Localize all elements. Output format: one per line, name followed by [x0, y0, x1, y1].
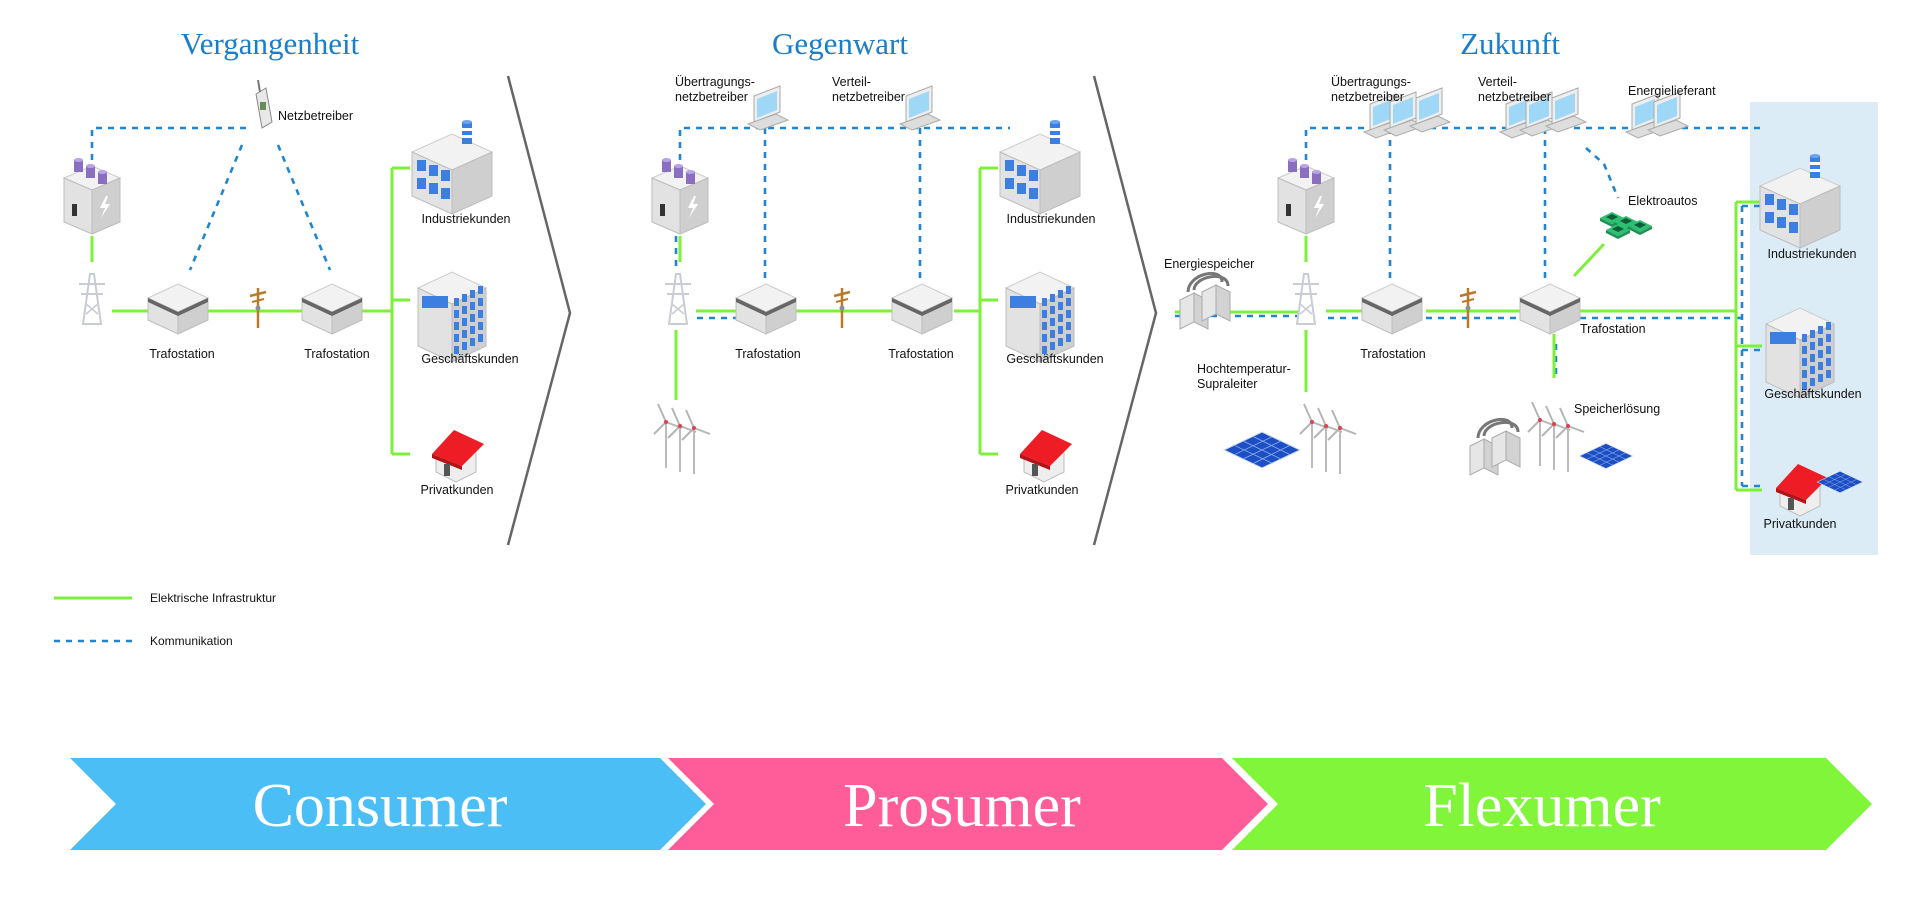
- wind-turbine-icon: [1299, 403, 1329, 469]
- legend: Elektrische Infrastruktur Kommunikation: [54, 591, 276, 648]
- comm-line: [276, 144, 332, 271]
- industrial-building-icon: [411, 119, 493, 215]
- evolution-banner: Consumer Prosumer Flexumer: [70, 758, 1872, 850]
- transformer-station-icon: [147, 283, 209, 335]
- label-geschaeftskunden: Geschäftskunden: [1764, 387, 1861, 401]
- label-energiespeicher: Energiespeicher: [1164, 257, 1254, 271]
- electric-line: [362, 166, 410, 456]
- electric-line: [954, 166, 998, 456]
- comm-line: [678, 126, 1010, 172]
- era-title-past: Vergangenheit: [181, 26, 360, 61]
- power-plant-icon: [651, 157, 709, 235]
- banner-prosumer-label: Prosumer: [843, 772, 1081, 840]
- section-future: Übertragungs- netzbetreiber Verteil- net…: [1164, 75, 1878, 555]
- power-pylon-icon: [78, 273, 106, 325]
- label-trafostation: Trafostation: [1360, 347, 1426, 361]
- transformer-station-icon: [891, 283, 953, 335]
- transformer-station-icon: [1519, 283, 1581, 335]
- label-energielieferant: Energielieferant: [1628, 84, 1716, 98]
- power-pylon-icon: [664, 273, 692, 325]
- label-privatkunden: Privatkunden: [421, 483, 494, 497]
- label-trafostation: Trafostation: [888, 347, 954, 361]
- solar-panel-icon: [1579, 443, 1633, 469]
- label-elektroautos: Elektroautos: [1628, 194, 1697, 208]
- label-supraleiter-2: Supraleiter: [1197, 377, 1257, 391]
- wind-turbine-icon: [681, 409, 711, 475]
- label-industriekunden: Industriekunden: [422, 212, 511, 226]
- label-verteilnetzbetreiber-2: netzbetreiber: [1478, 90, 1551, 104]
- office-building-icon: [417, 271, 487, 363]
- label-uebertragungsnetzbetreiber-1: Übertragungs-: [675, 75, 755, 89]
- label-trafostation: Trafostation: [735, 347, 801, 361]
- computer-icon: [899, 85, 941, 131]
- wind-turbine-icon: [1327, 409, 1357, 475]
- label-trafostation: Trafostation: [1580, 322, 1646, 336]
- transformer-station-icon: [1361, 283, 1423, 335]
- legend-electric-label: Elektrische Infrastruktur: [150, 591, 276, 605]
- comm-line: [90, 126, 248, 172]
- transformer-station-icon: [301, 283, 363, 335]
- industrial-building-icon: [999, 119, 1081, 215]
- office-building-icon: [1005, 271, 1075, 363]
- era-title-present: Gegenwart: [772, 26, 908, 61]
- section-present: Übertragungs- netzbetreiber Verteil- net…: [651, 75, 1104, 497]
- solar-panel-icon: [1223, 431, 1301, 469]
- comm-line: [674, 236, 736, 400]
- office-building-icon: [1765, 307, 1835, 399]
- label-verteilnetzbetreiber-2: netzbetreiber: [832, 90, 905, 104]
- banner-consumer-label: Consumer: [253, 772, 508, 840]
- era-title-future: Zukunft: [1460, 26, 1560, 61]
- label-geschaeftskunden: Geschäftskunden: [1006, 352, 1103, 366]
- section-past: Netzbetreiber Trafostation Trafostation …: [63, 79, 519, 497]
- label-supraleiter-1: Hochtemperatur-: [1197, 362, 1291, 376]
- house-icon: [1019, 429, 1073, 483]
- label-trafostation: Trafostation: [304, 347, 370, 361]
- banner-flexumer-label: Flexumer: [1423, 772, 1661, 840]
- transformer-station-icon: [735, 283, 797, 335]
- comm-line: [1175, 314, 1742, 320]
- comm-line: [1585, 147, 1620, 199]
- electric-line: [1572, 242, 1606, 278]
- label-verteilnetzbetreiber-1: Verteil-: [832, 75, 871, 89]
- label-industriekunden: Industriekunden: [1768, 247, 1857, 261]
- label-uebertragungsnetzbetreiber-2: netzbetreiber: [1331, 90, 1404, 104]
- energy-storage-icon: [1468, 417, 1522, 477]
- comm-line: [1304, 126, 1760, 172]
- label-uebertragungsnetzbetreiber-1: Übertragungs-: [1331, 75, 1411, 89]
- legend-communication-label: Kommunikation: [150, 634, 233, 648]
- wind-turbine-icon: [1527, 401, 1557, 467]
- utility-pole-icon: [1458, 286, 1478, 330]
- era-separator-1: [506, 75, 572, 546]
- banner-flexumer: [1232, 758, 1872, 850]
- wind-turbine-icon: [1555, 407, 1585, 473]
- label-verteilnetzbetreiber-1: Verteil-: [1478, 75, 1517, 89]
- power-plant-icon: [63, 157, 121, 235]
- label-uebertragungsnetzbetreiber-2: netzbetreiber: [675, 90, 748, 104]
- energy-storage-icon: [1178, 271, 1232, 331]
- comm-line: [188, 144, 244, 271]
- label-speicherloesung: Speicherlösung: [1574, 402, 1660, 416]
- computer-icon: [747, 85, 789, 131]
- label-trafostation: Trafostation: [149, 347, 215, 361]
- label-privatkunden: Privatkunden: [1006, 483, 1079, 497]
- label-netzbetreiber: Netzbetreiber: [278, 109, 353, 123]
- banner-prosumer: [668, 758, 1268, 850]
- label-geschaeftskunden: Geschäftskunden: [421, 352, 518, 366]
- power-plant-icon: [1277, 157, 1335, 235]
- utility-pole-icon: [248, 286, 268, 330]
- radio-device-icon: [255, 79, 273, 129]
- era-separator-2: [1092, 75, 1158, 546]
- label-privatkunden: Privatkunden: [1764, 517, 1837, 531]
- utility-pole-icon: [832, 286, 852, 330]
- electric-line: [1734, 200, 1762, 492]
- electric-cars-icon: [1600, 212, 1652, 239]
- banner-consumer: [70, 758, 706, 850]
- house-icon: [431, 429, 485, 483]
- wind-turbine-icon: [653, 403, 683, 469]
- label-industriekunden: Industriekunden: [1007, 212, 1096, 226]
